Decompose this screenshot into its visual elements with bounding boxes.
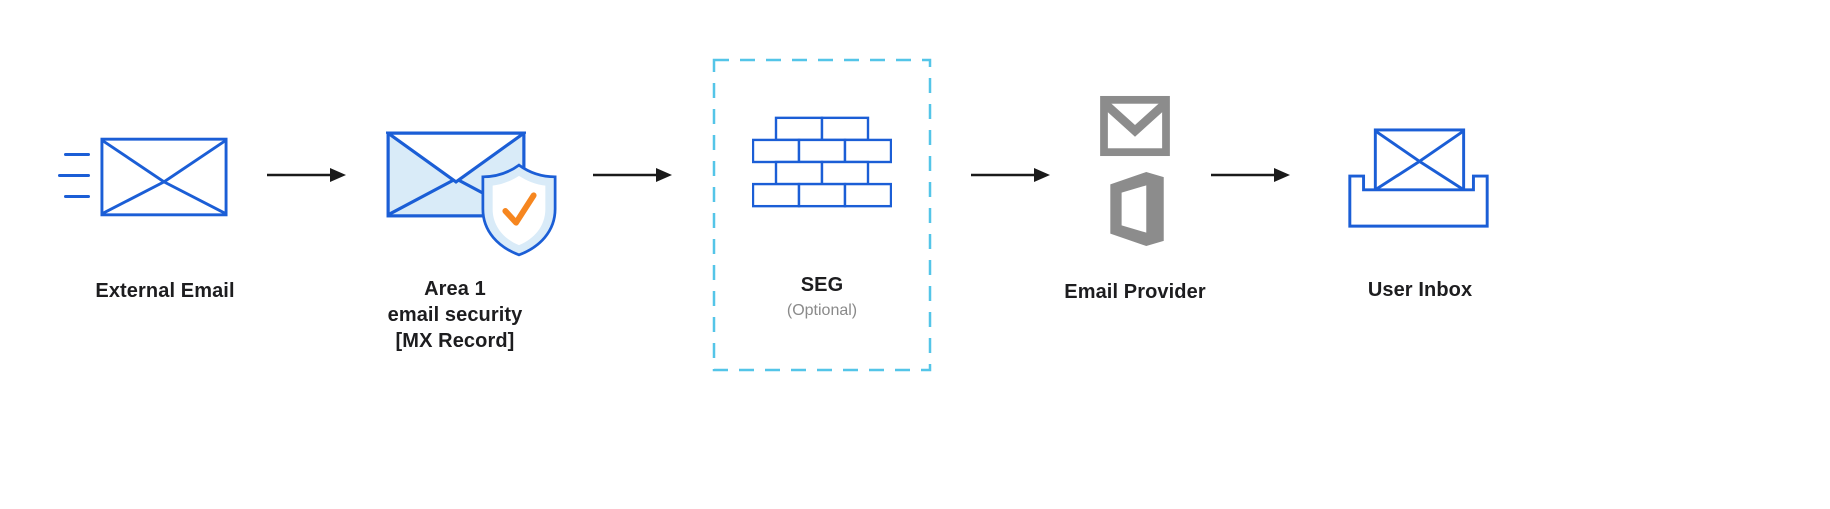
- node-label-user-inbox: User Inbox: [1367, 279, 1473, 301]
- node-label-area1: Area 1 email security [MX Record]: [355, 276, 555, 354]
- node-label-external-email: External Email: [95, 280, 235, 302]
- shield-check-icon: [481, 163, 557, 257]
- area1-label-line1: Area 1: [424, 278, 486, 300]
- speed-line-icon: [58, 174, 90, 177]
- office-icon: [1110, 172, 1164, 246]
- area1-label-line3: [MX Record]: [395, 330, 515, 352]
- gmail-icon: [1100, 95, 1170, 157]
- arrow-right-icon: [267, 168, 346, 182]
- area1-label-line2: email security: [387, 304, 523, 326]
- dashed-optional-box: [712, 58, 932, 372]
- node-label-email-provider: Email Provider: [1064, 281, 1206, 303]
- speed-line-icon: [64, 153, 90, 156]
- envelope-icon: [100, 137, 228, 217]
- firewall-bricks-icon: [752, 116, 892, 208]
- arrow-right-icon: [971, 168, 1050, 182]
- arrow-right-icon: [593, 168, 672, 182]
- inbox-tray-envelope-icon: [1348, 128, 1489, 228]
- arrow-right-icon: [1211, 168, 1290, 182]
- node-label-seg: SEG: [800, 274, 844, 296]
- node-sublabel-seg-optional: (Optional): [786, 302, 858, 319]
- speed-line-icon: [64, 195, 90, 198]
